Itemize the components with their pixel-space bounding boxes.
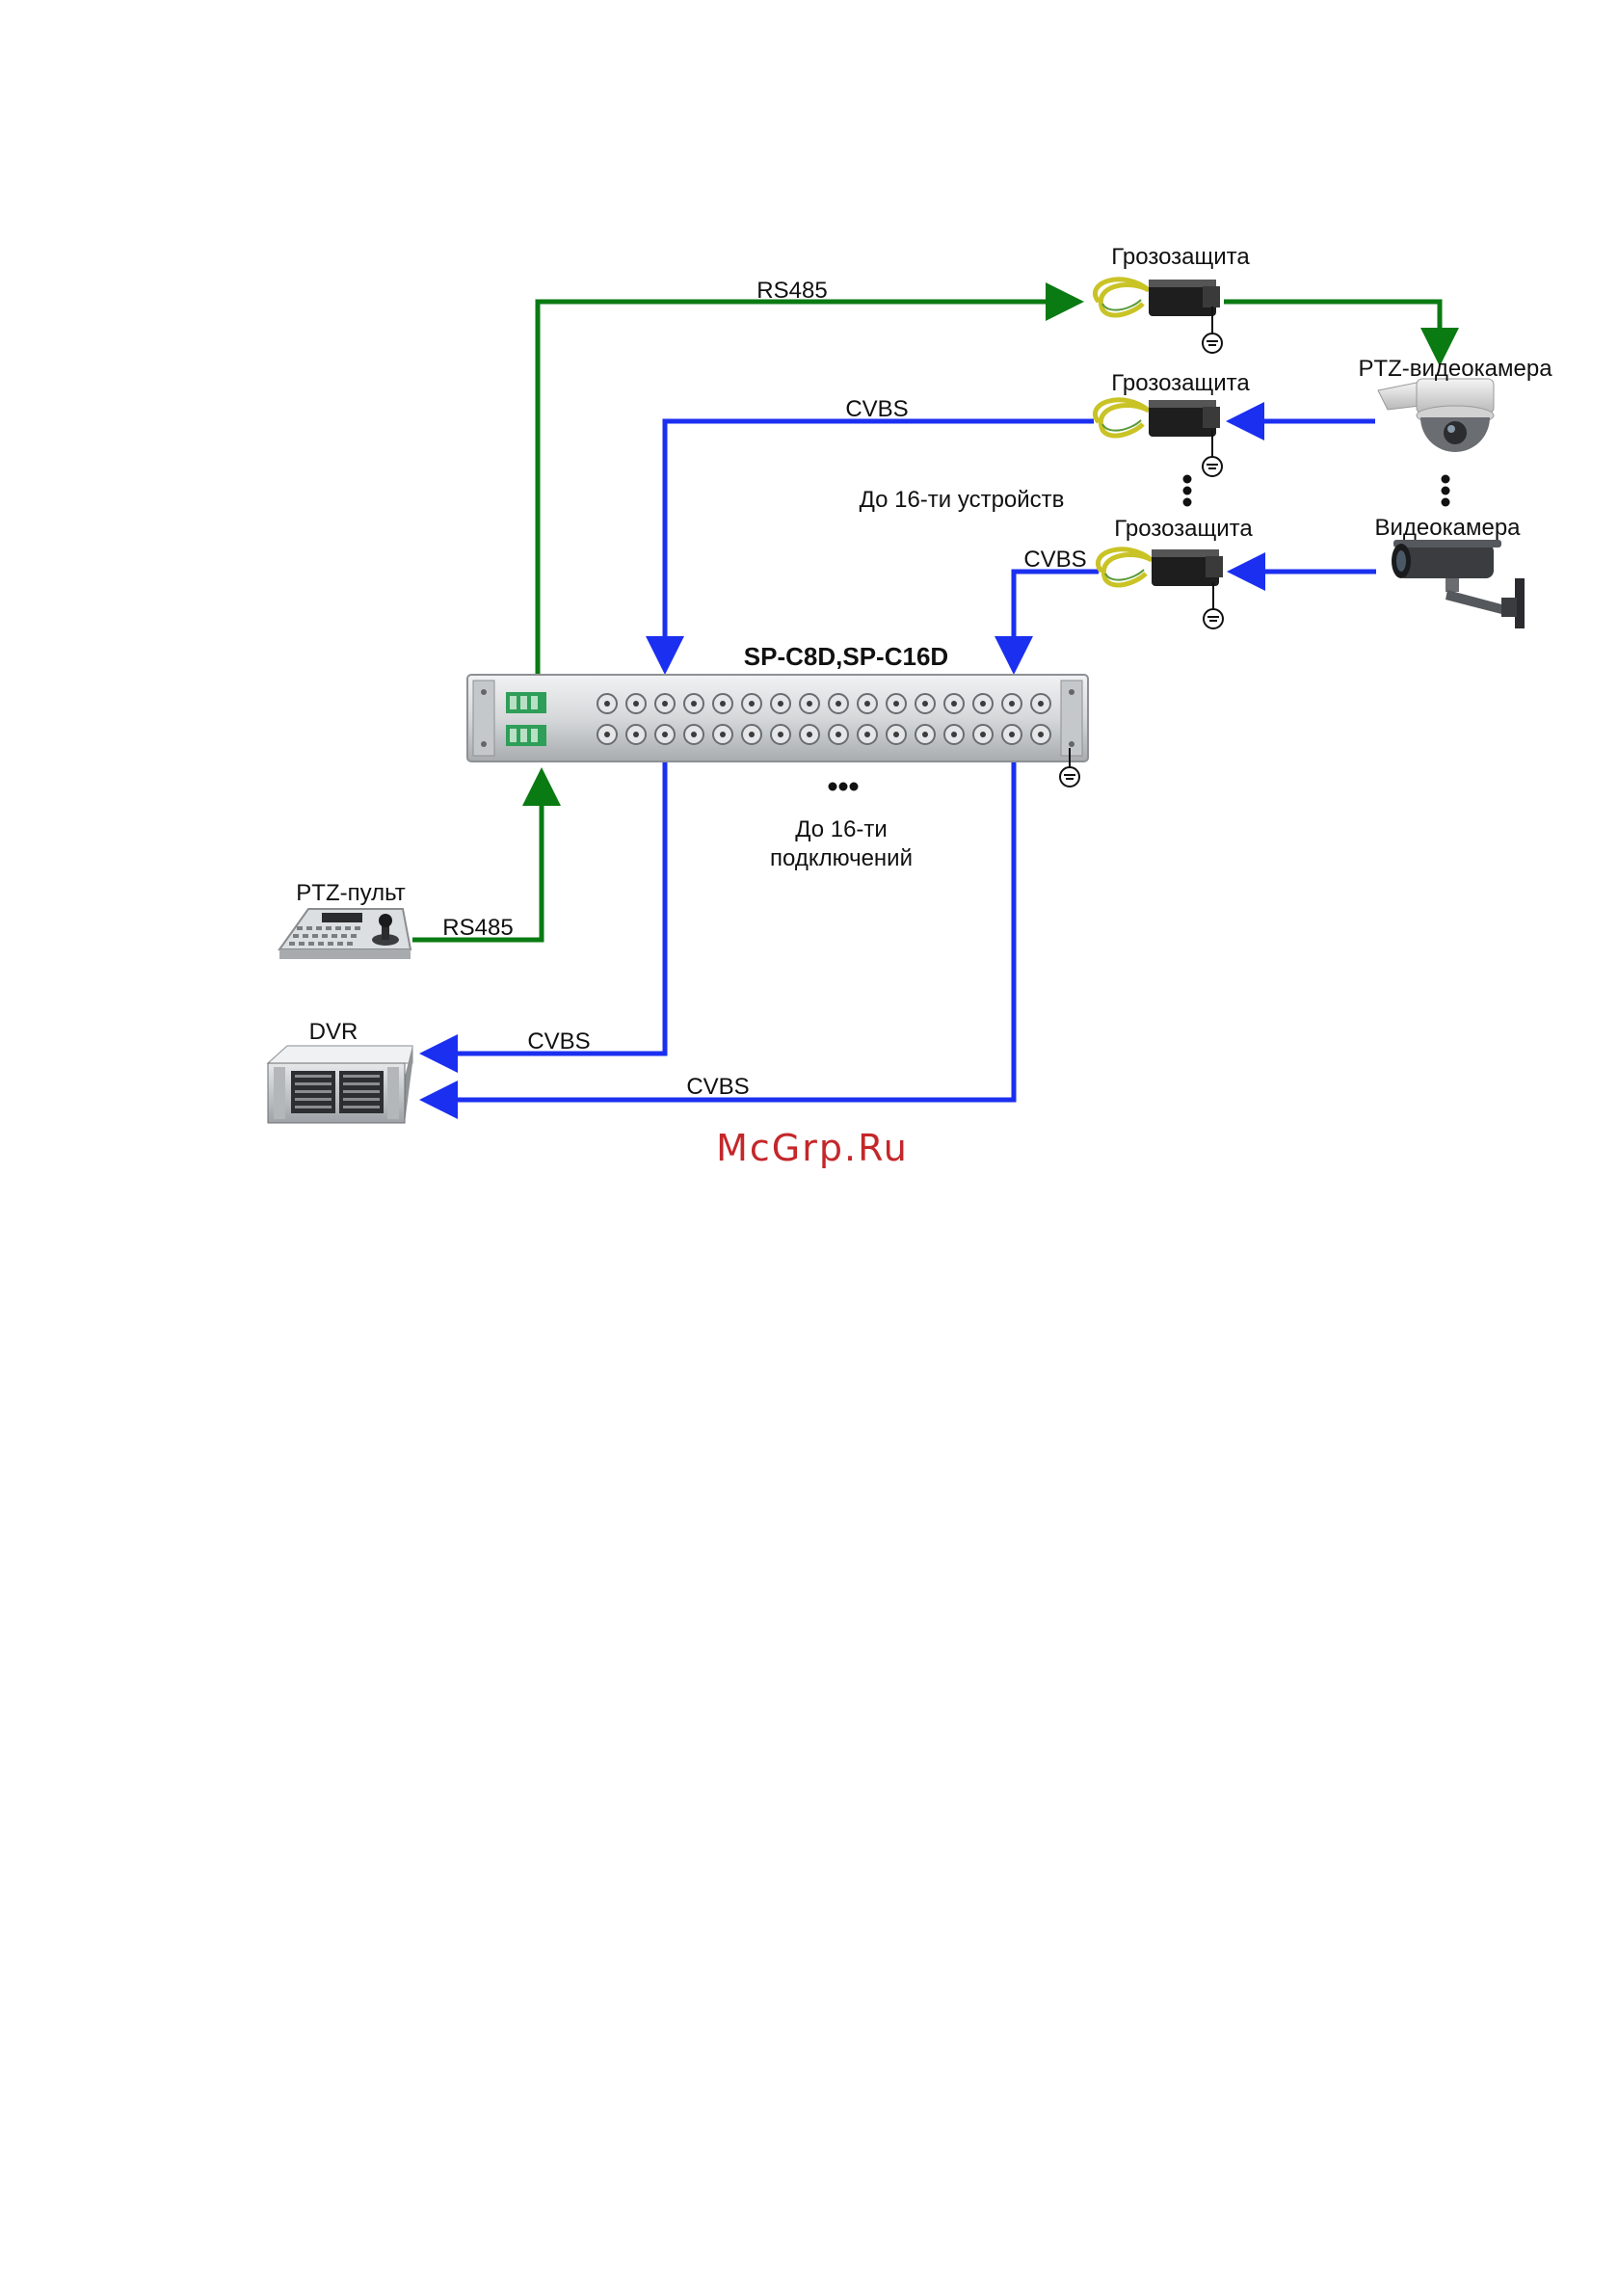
ptz-console-icon [279,909,411,959]
cvbs-line-dvr2 [429,760,1014,1100]
up-to-16-connections-line2: подключений [770,845,913,871]
surge-protector-label-2: Грозозащита [1111,370,1250,396]
camera-label: Видеокамера [1374,515,1521,541]
device-model-label: SP-C8D,SP-C16D [744,642,948,671]
ground-icon [1203,430,1222,476]
horizontal-dots [829,783,859,791]
surge-protector-label-1: Грозозащита [1111,244,1250,270]
vertical-dots-surge [1183,475,1192,507]
surge-protector-icon [1098,549,1223,586]
cvbs-label-right: CVBS [1023,547,1086,573]
vertical-dots-camera [1442,475,1450,507]
box-camera-icon [1392,540,1525,628]
cvbs-line-dvr1 [429,760,665,1054]
cvbs-line-top [665,421,1094,665]
up-to-16-connections-line1: До 16-ти [795,816,888,842]
surge-protector-label-3: Грозозащита [1114,516,1253,542]
dvr-label: DVR [309,1019,358,1045]
cvbs-label-top: CVBS [845,396,908,422]
ptz-console-label: PTZ-пульт [296,880,405,906]
ptz-camera-label: PTZ-видеокамера [1358,356,1552,382]
rs485-line-to-ptz [1224,302,1440,357]
watermark: McGrp.Ru [716,1127,909,1169]
rs485-label-console: RS485 [442,915,513,941]
ptz-camera-icon [1378,379,1494,452]
cvbs-label-dvr1: CVBS [527,1028,590,1055]
dvr-icon [268,1046,412,1123]
surge-protector-icon [1095,280,1220,316]
cvbs-line-right [1014,572,1099,665]
rs485-label-top: RS485 [756,278,827,304]
up-to-16-devices-label: До 16-ти устройств [860,487,1065,513]
ground-icon [1204,582,1223,628]
surge-protector-icon [1095,400,1220,437]
rack-panel-icon [467,675,1088,761]
cvbs-label-dvr2: CVBS [686,1074,749,1100]
